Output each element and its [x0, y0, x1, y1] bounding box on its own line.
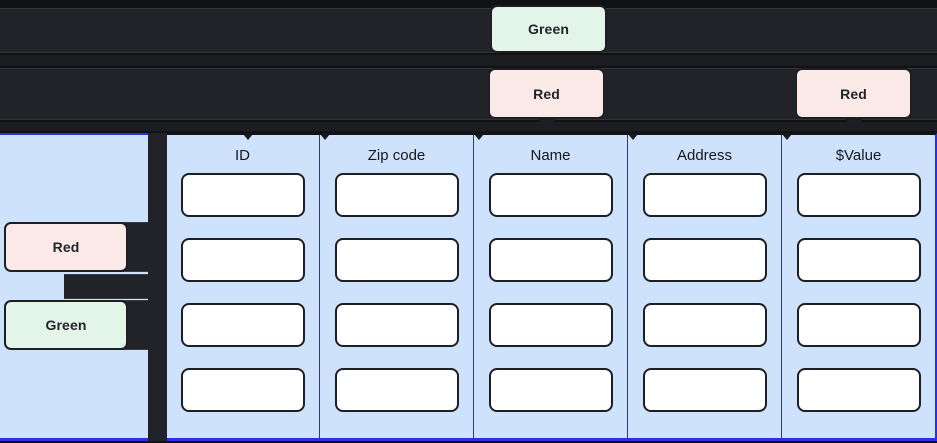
table-cell[interactable] [488, 238, 613, 282]
marker-chip-label: Red [533, 85, 560, 102]
column-notch-icon [474, 134, 484, 140]
top-bar-gap [0, 55, 937, 66]
table-cell[interactable] [488, 368, 613, 412]
column-header: Address [676, 147, 733, 164]
table-cell[interactable] [488, 173, 613, 217]
table-cell[interactable] [642, 368, 767, 412]
marker-chip-label: Red [52, 239, 80, 255]
table-cell[interactable] [642, 303, 767, 347]
column-notch-icon [242, 134, 253, 140]
table-cell[interactable] [180, 173, 305, 217]
table-cell[interactable] [796, 238, 921, 282]
column-header: $Value [835, 147, 882, 164]
marker-chip-red-right[interactable]: Red [795, 68, 912, 119]
marker-pointer-value-column [845, 119, 863, 128]
column-header: ID [235, 147, 250, 164]
panel-divider-strip [148, 133, 167, 441]
table-cell[interactable] [796, 368, 921, 412]
marker-pointer-name-column [538, 119, 556, 128]
data-table: ID Zip code Name Address [166, 133, 937, 441]
table-cell[interactable] [180, 303, 305, 347]
top-bar-row-1 [0, 8, 937, 53]
marker-chip-red-center[interactable]: Red [488, 68, 605, 119]
table-cell[interactable] [334, 368, 459, 412]
column-header: Zip code [367, 147, 426, 164]
table-column-address: Address [628, 134, 782, 438]
marker-chip-green-top[interactable]: Green [490, 5, 607, 53]
table-cell[interactable] [180, 368, 305, 412]
table-cell[interactable] [796, 303, 921, 347]
table-cell[interactable] [796, 173, 921, 217]
table-cell[interactable] [642, 238, 767, 282]
marker-chip-red-left[interactable]: Red [4, 222, 128, 272]
column-notch-icon [628, 134, 638, 140]
table-cell[interactable] [180, 238, 305, 282]
table-column-name: Name [474, 134, 628, 438]
table-cell[interactable] [642, 173, 767, 217]
side-bar-middle [64, 274, 164, 299]
table-cell[interactable] [334, 303, 459, 347]
table-cell[interactable] [334, 238, 459, 282]
top-bar-row-2 [0, 68, 937, 120]
marker-chip-label: Green [528, 21, 569, 37]
table-cell[interactable] [488, 303, 613, 347]
table-column-id: ID [166, 134, 320, 438]
marker-chip-green-left[interactable]: Green [4, 300, 128, 350]
column-notch-icon [320, 134, 330, 140]
table-column-value: $Value [782, 134, 935, 438]
marker-chip-label: Green [45, 317, 87, 333]
marker-chip-label: Red [840, 85, 867, 102]
top-bar-row-3 [0, 122, 937, 131]
column-header: Name [530, 147, 571, 164]
column-notch-icon [782, 134, 792, 140]
table-column-zip-code: Zip code [320, 134, 474, 438]
table-cell[interactable] [334, 173, 459, 217]
